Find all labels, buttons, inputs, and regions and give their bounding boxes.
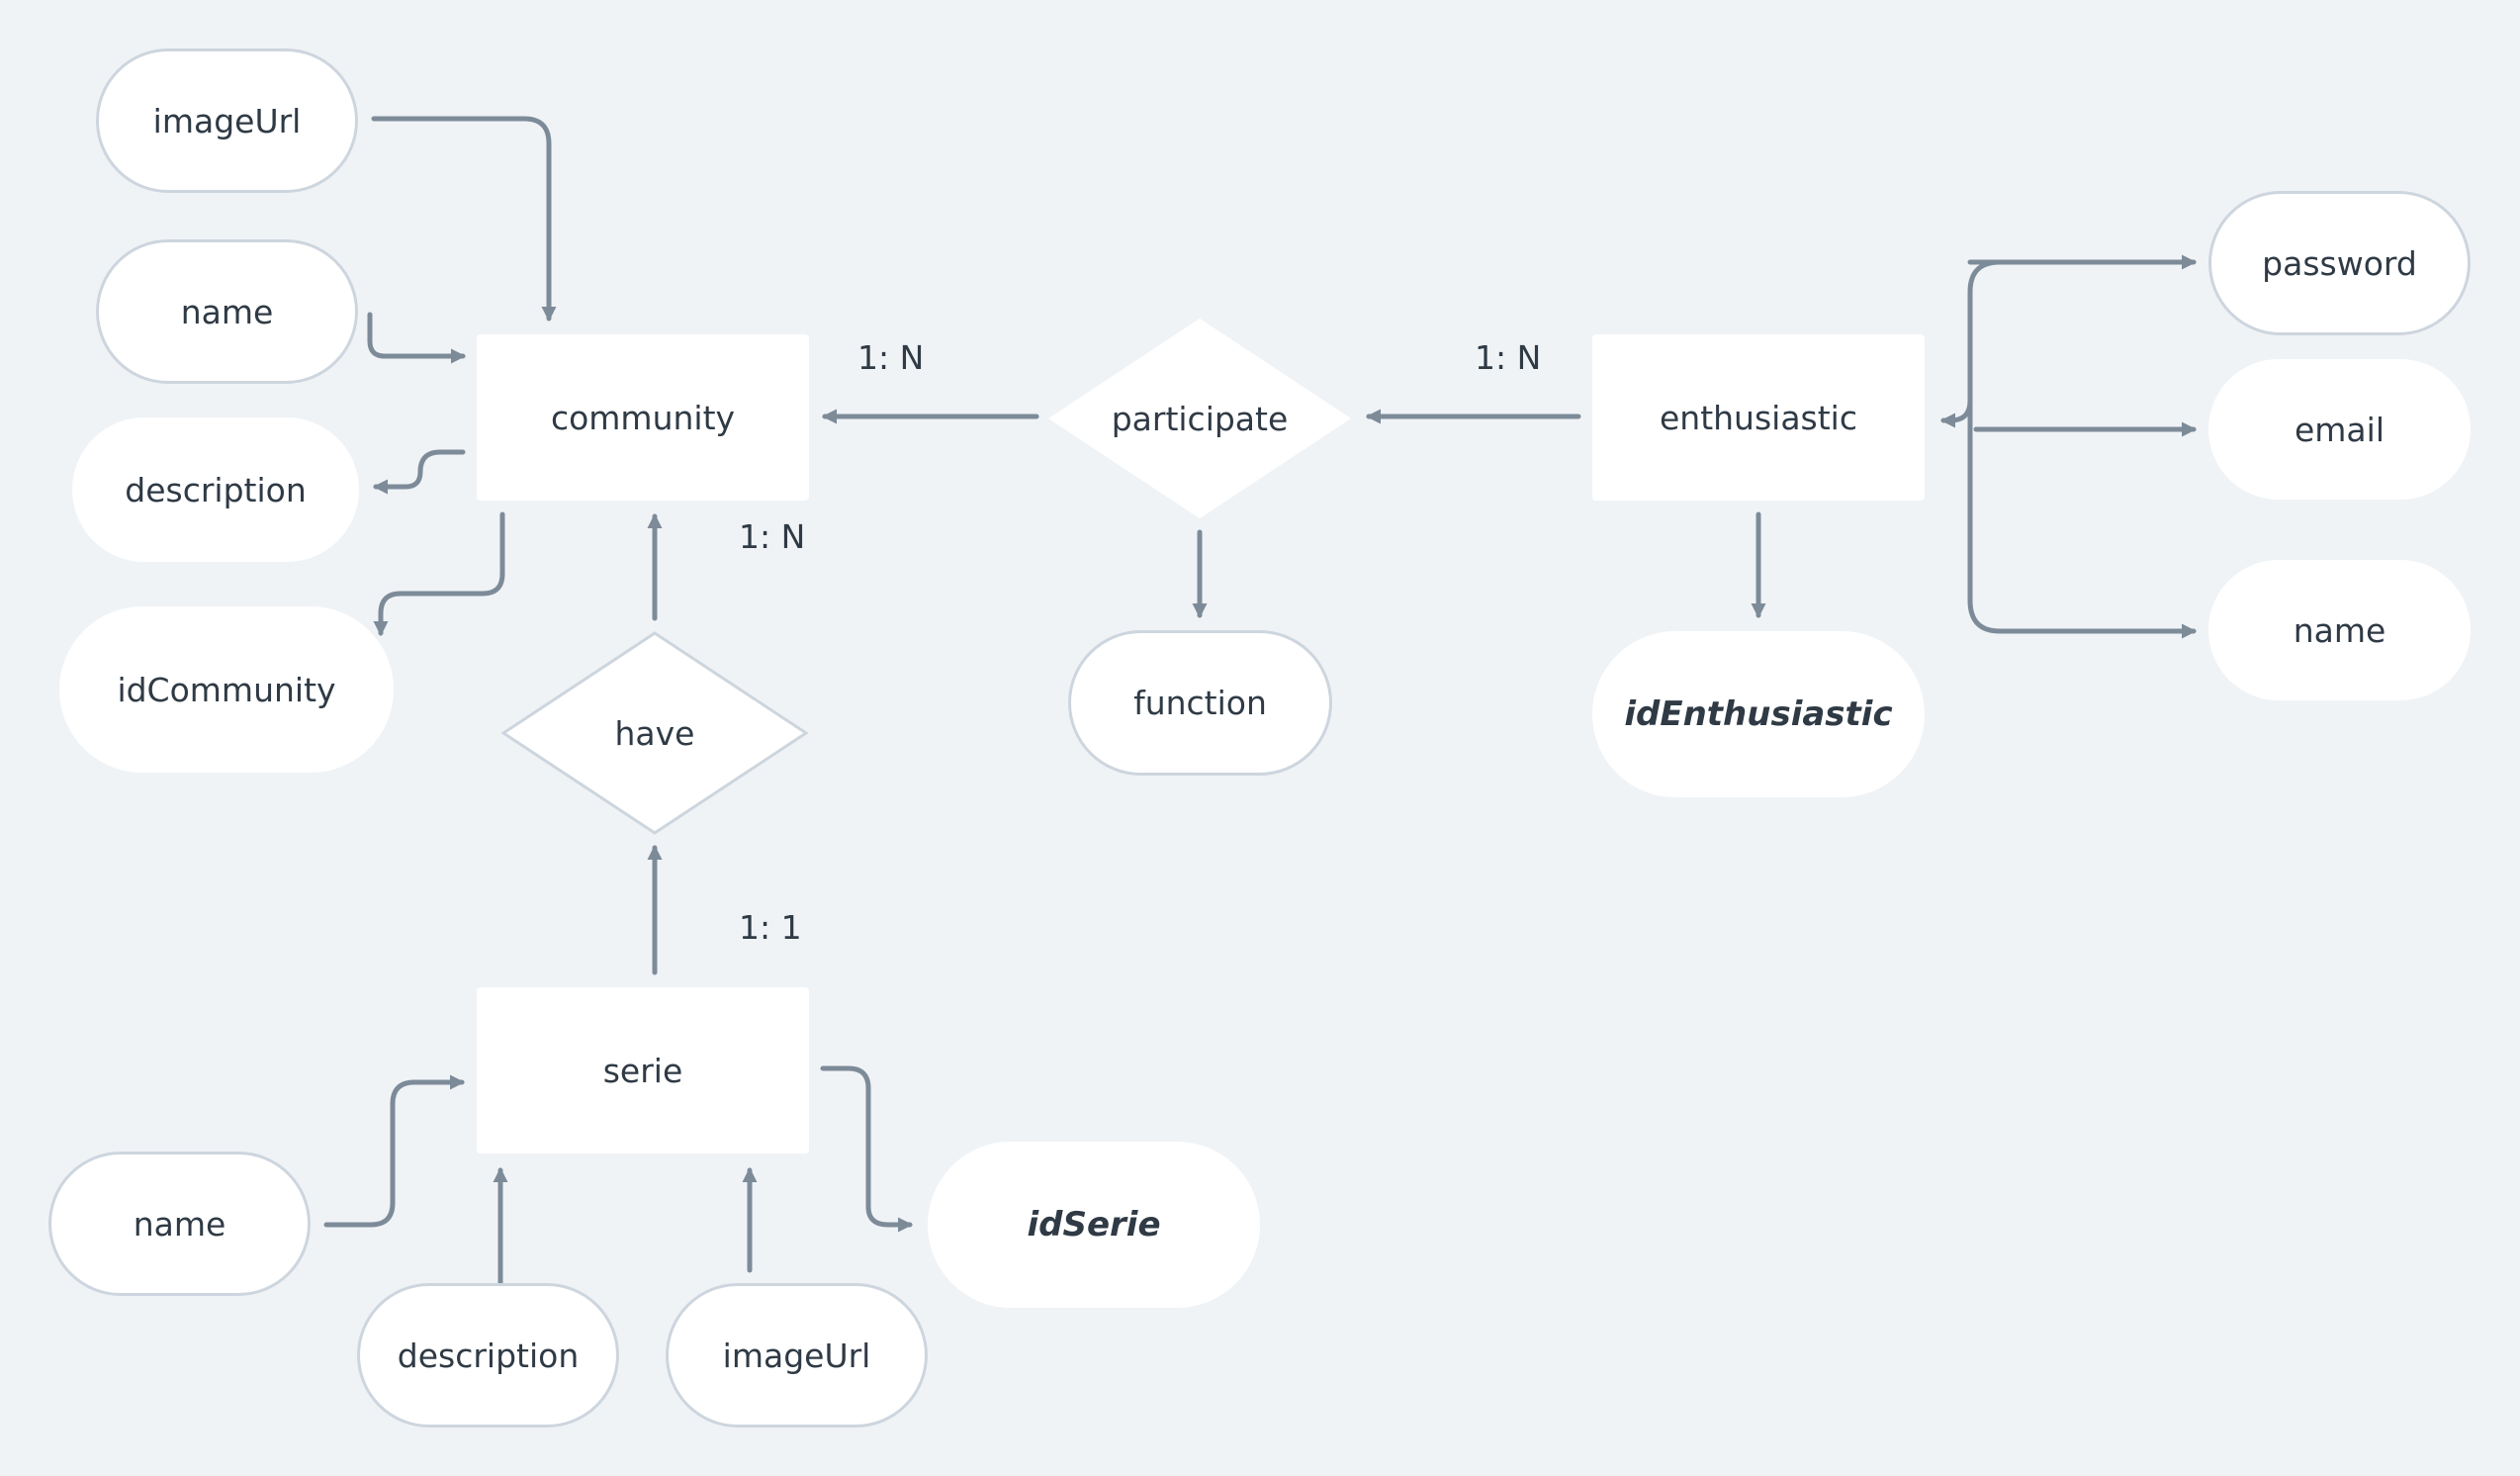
entity-community[interactable]: community: [477, 334, 809, 501]
cardinality-serie-have: 1: 1: [739, 908, 802, 947]
relationship-have[interactable]: have: [501, 631, 808, 835]
relationship-participate-label: participate: [1111, 399, 1289, 438]
attribute-community-idcommunity[interactable]: idCommunity: [59, 606, 394, 773]
attribute-community-imageurl[interactable]: imageUrl: [96, 48, 358, 193]
edge-enthusiastic-trunk: [1967, 259, 2003, 603]
edge-enthusiastic-name: [1967, 598, 2197, 639]
relationship-participate[interactable]: participate: [1046, 317, 1353, 520]
entity-serie[interactable]: serie: [477, 987, 809, 1153]
cardinality-community-participate: 1: N: [857, 338, 925, 377]
attribute-serie-idserie[interactable]: idSerie: [928, 1142, 1260, 1308]
relationship-diamond: [1048, 319, 1351, 518]
attribute-enthusiastic-email[interactable]: email: [2208, 359, 2471, 500]
edge-community-idcommunity: [373, 511, 505, 636]
attribute-enthusiastic-password[interactable]: password: [2208, 191, 2471, 335]
attribute-participate-function[interactable]: function: [1068, 630, 1332, 776]
attribute-community-name[interactable]: name: [96, 239, 358, 384]
edge-community-imageurl: [371, 116, 557, 322]
attribute-serie-name[interactable]: name: [48, 1152, 311, 1296]
relationship-have-label: have: [614, 713, 695, 753]
edge-community-description: [373, 449, 466, 495]
edge-serie-name: [323, 1074, 465, 1228]
cardinality-community-have: 1: N: [739, 517, 806, 556]
attribute-serie-description[interactable]: description: [357, 1283, 619, 1428]
cardinality-enthusiastic-participate: 1: N: [1475, 338, 1542, 377]
attribute-community-description[interactable]: description: [72, 417, 359, 562]
edge-serie-idserie: [820, 1065, 913, 1233]
relationship-diamond: [501, 631, 808, 835]
attribute-enthusiastic-name[interactable]: name: [2208, 560, 2471, 700]
edge-enthusiastic-trunk-link: [1940, 398, 1973, 428]
edge-community-name: [367, 312, 466, 364]
attribute-enthusiastic-identhusiastic[interactable]: idEnthusiastic: [1592, 631, 1925, 797]
attribute-serie-imageurl[interactable]: imageUrl: [666, 1283, 928, 1428]
entity-enthusiastic[interactable]: enthusiastic: [1592, 334, 1925, 501]
